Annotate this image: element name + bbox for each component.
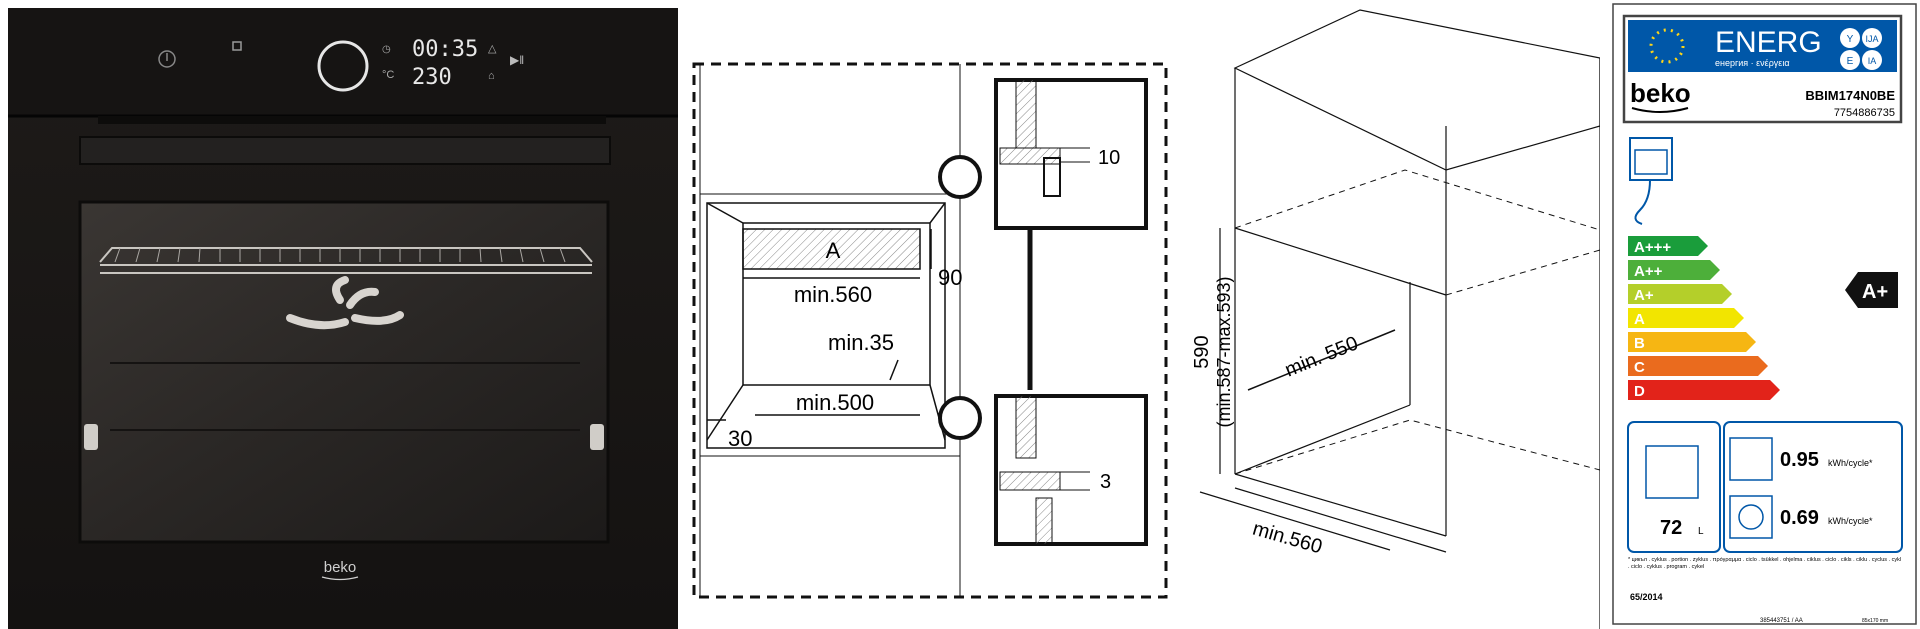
cabinet-height-range: (min.587-max.593) [1214,276,1234,427]
energy-class-label: A++ [1634,263,1663,280]
cabinet-outline [692,62,1168,599]
regulation-number: 65/2014 [1630,592,1663,602]
model-number: BBIM174N0BE [1805,88,1895,103]
volume-unit: L [1698,526,1704,537]
display-temperature: 230 [412,65,452,90]
light-icon [232,41,242,51]
volume-box [1627,421,1721,553]
clock-icon: ◷ [382,44,391,55]
energy-header-text: ENERG [1715,26,1822,59]
conventional-mode-icon [1729,437,1773,481]
power-icon [158,50,176,68]
bottom-gap-dimension: 3 [1100,471,1111,493]
temperature-unit: °C [382,69,394,81]
document-code: 385443751 / AA [1760,618,1803,624]
detail-marker-top [938,155,982,199]
lang-badge-4 [1862,50,1882,70]
door-window [78,200,610,544]
conventional-consumption: 0.95 [1780,449,1819,471]
installation-diagram: A min.560 90 min.35 min.500 30 10 3 [680,0,1180,629]
fan-unit: kWh/cycle* [1828,516,1873,526]
energy-class-label: A+ [1634,287,1654,304]
top-gap-dimension: 10 [1098,147,1120,169]
cavity-icon [1645,445,1699,499]
energy-header-subtext: енергия · ενέργεια [1715,58,1790,68]
control-knob [317,40,369,92]
door-hinge-right [590,424,604,450]
energy-class-bar [1628,380,1780,400]
svg-text:Y: Y [1847,34,1854,45]
energy-class-label: C [1634,359,1645,376]
lang-badge-3 [1840,50,1860,70]
fan-blades [286,276,404,330]
energy-class-label: D [1634,383,1645,400]
size-note: 85x170 mm [1862,618,1888,624]
svg-text:E: E [1847,56,1854,67]
rating-arrow [1845,272,1898,308]
door-hinge-left [84,424,98,450]
svg-text:IJA: IJA [1865,34,1878,44]
footnote: * цикъл . cyklus . portion . zyklus . πρ… [1628,557,1902,570]
energy-class-label: A+++ [1634,239,1671,256]
vent-label: A [826,238,841,263]
cabinet-depth-dimension: min. 550 [1282,332,1361,381]
lang-badge-1 [1840,28,1860,48]
cabinet-width-dimension: min.560 [1250,518,1324,559]
lock-icon: ⌂ [488,70,495,82]
energy-class-bar [1628,332,1756,352]
cabinet-diagram: min. 550 590 (min.587-max.593) min.560 [1180,0,1620,629]
top-depth-dimension: 90 [938,265,962,290]
energy-class-bar [1628,284,1732,304]
energy-class-bar [1628,356,1768,376]
label-brand: beko [1630,78,1691,108]
fan-mode-icon [1729,495,1773,539]
vent-opening [742,228,921,270]
front-depth-dimension: 30 [728,426,752,451]
rating-value: A+ [1862,281,1888,303]
energy-class-bar [1628,308,1744,328]
brand-logo: beko [324,559,357,576]
energy-label: ENERG енергия · ενέργεια Y IJA E IA beko… [1600,0,1920,629]
detail-marker-bottom [938,396,982,440]
energy-class-label: B [1634,335,1645,352]
lang-badge-2 [1862,28,1882,48]
door-handle [79,136,611,165]
svg-text:IA: IA [1868,56,1877,66]
display-time: 00:35 [412,37,478,62]
cabinet-height-dimension: 590 [1191,335,1213,368]
conventional-unit: kWh/cycle* [1828,458,1873,468]
bottom-width-dimension: min.500 [796,390,874,415]
alarm-icon: △ [488,43,497,55]
eu-flag-icon [1628,20,1706,72]
wire-rack [99,247,593,274]
energy-class-bar [1628,260,1720,280]
niche-front [706,202,946,449]
volume-value: 72 [1660,517,1682,539]
side-clearance-dimension: min.35 [828,330,894,355]
top-width-dimension: min.560 [794,282,872,307]
oven-photo: ◷ °C 00:35 230 △ ⌂ ▶‖ beko [0,0,680,629]
energy-class-bar [1628,236,1708,256]
start-pause-icon: ▶‖ [510,53,524,67]
consumption-box [1723,421,1903,553]
article-number: 7754886735 [1834,107,1895,119]
fan-consumption: 0.69 [1780,507,1819,529]
energy-class-label: A [1634,311,1645,328]
plug-icon [1634,179,1651,225]
control-panel [8,8,678,116]
